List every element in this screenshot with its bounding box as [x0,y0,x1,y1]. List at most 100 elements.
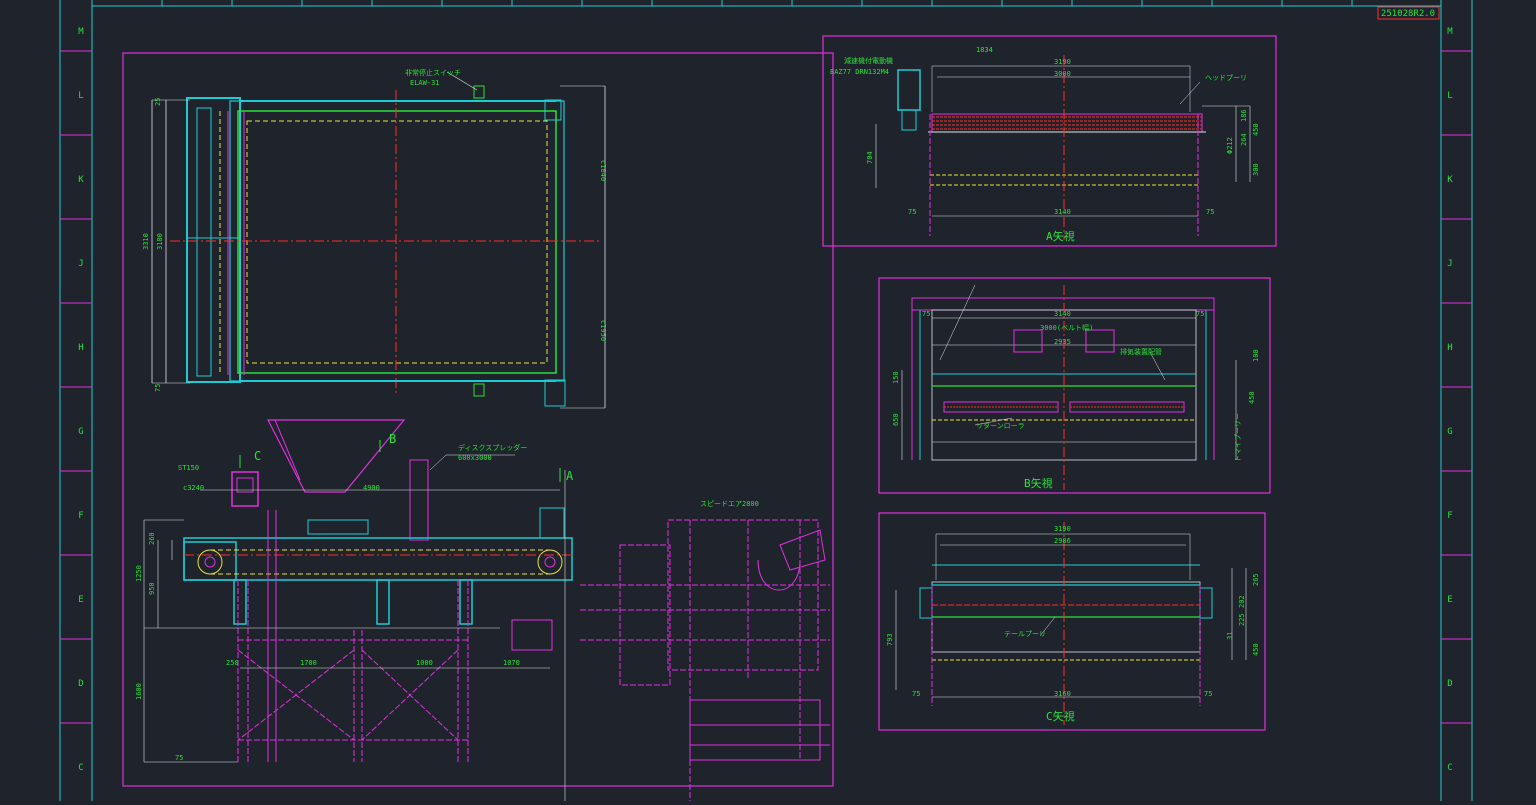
plan-view-labels: 3310 3180 c1840 c1950 25 75 非常停止スイッチ ELA… [142,68,607,392]
dim-label: 3160 [1054,690,1071,698]
dim-label: ST150 [178,464,199,472]
dim-label: 75 [908,208,916,216]
callout-label: リターンローラ [976,421,1025,430]
callout-label: BAZ77 DRN132M4 [830,68,889,76]
view-title: A矢視 [1046,229,1075,243]
dim-label: 650 [892,413,900,426]
left-sheet-border [122,52,834,787]
dim-label: 25 [154,98,162,106]
dim-label: 75 [1204,690,1212,698]
dim-label: 704 [866,151,874,164]
dim-label: 450 [1248,391,1256,404]
dim-label: 264 [1240,133,1248,146]
section-marker: B [389,432,396,446]
dim-label: 75 [1196,310,1204,318]
callout-label: 排気装置配管 [1120,347,1162,356]
grid-row-labels-right: M L K J H G F E D C [1447,27,1453,773]
dim-label: 75 [175,754,183,762]
callout-label: 減速機付電動機 [844,56,893,65]
dim-label: 1600 [135,683,143,700]
row-label: F [1447,511,1452,521]
row-label: K [1447,175,1453,185]
row-label: L [78,91,83,101]
callout-label: 非常停止スイッチ [405,68,461,77]
callout-label: ELAW-31 [410,79,440,87]
dim-label: c1950 [599,320,607,341]
dim-label: 75 [1206,208,1214,216]
view-a-labels: A矢視 1834 3190 3000 3140 75 75 704 450 26… [830,46,1260,243]
row-label: H [1447,343,1452,353]
view-c-border [878,512,1266,731]
dim-label: 3140 [1054,310,1071,318]
dim-label: 2935 [1054,338,1071,346]
revision-label: 251028R2.0 [1381,9,1435,19]
row-label: M [1447,27,1453,37]
row-label: J [78,259,83,269]
dim-label: 225 [1238,613,1246,626]
view-a-drawing [875,55,1251,240]
row-label: M [78,27,84,37]
dim-label: 450 [1252,643,1260,656]
section-marker: C [254,449,261,463]
dim-label: 260 [148,532,156,545]
dim-label: 100 [1252,349,1260,362]
dim-label: 4900 [363,484,380,492]
dim-label: 793 [886,633,894,646]
dim-label: 950 [148,582,156,595]
dim-label: 31 [1226,632,1234,640]
callout-label: ディスクスプレッダー [458,443,527,452]
dim-label: 1070 [503,659,520,667]
section-marker: A [566,469,574,483]
row-label: F [78,511,83,521]
view-b-labels: B矢視 3140 3000(ベルト幅) 2935 75 75 150 650 1… [892,310,1260,490]
row-label: K [78,175,84,185]
dim-label: 265 [1252,573,1260,586]
view-b-border [878,277,1271,494]
row-label: L [1447,91,1452,101]
dim-label: 75 [154,384,162,392]
dim-label: 186 [1240,109,1248,122]
row-label: E [1447,595,1452,605]
dim-label: 3000(ベルト幅) [1040,323,1093,332]
dim-label: 75 [912,690,920,698]
dim-label: 3180 [156,233,164,250]
row-label: G [78,427,83,437]
view-b-drawing [901,284,1237,490]
adjacent-equipment [511,519,830,801]
dim-label: 250 [226,659,239,667]
side-view [143,419,573,801]
row-label: C [78,763,83,773]
dim-label: 450 [1252,123,1260,136]
row-label: J [1447,259,1452,269]
callout-label: トマイプーリー [1234,413,1242,462]
title-tag: 251028R2.0 [1377,6,1440,20]
callout-label: テールプーリ [1004,630,1046,638]
view-c-drawing [895,522,1247,725]
row-label: C [1447,763,1452,773]
dim-label: 1700 [300,659,317,667]
callout-label: ヘッドプーリ [1205,74,1247,82]
callout-label: スピードエア2800 [700,500,759,508]
dim-label: 2986 [1054,537,1071,545]
plan-view [151,71,606,409]
row-label: D [1447,679,1452,689]
row-label: E [78,595,83,605]
grid-row-labels-left: M L K J H G F E D C [78,27,84,773]
dim-label: Φ212 [1226,137,1234,154]
dim-label: 1250 [135,565,143,582]
row-label: G [1447,427,1452,437]
view-a-border [822,35,1277,247]
dim-label: 150 [892,371,900,384]
dim-label: 75 [922,310,930,318]
dim-label: 3190 [1054,58,1071,66]
frame-top-ticks [161,0,1353,6]
callout-label: 600x3000 [458,454,492,462]
dim-label: 3000 [1054,70,1071,78]
view-title: B矢視 [1024,476,1053,490]
dim-label: 3310 [142,233,150,250]
dim-label: 300 [1252,163,1260,176]
row-label: D [78,679,83,689]
view-title: C矢視 [1046,709,1075,723]
